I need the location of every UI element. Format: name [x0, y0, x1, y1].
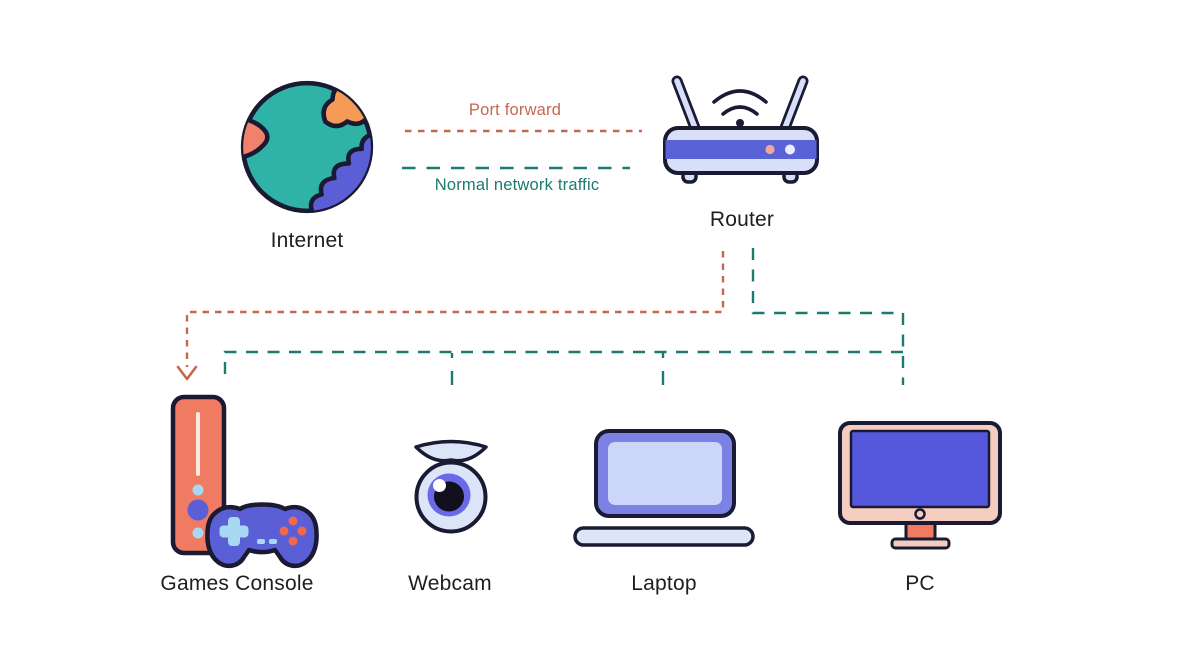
webcam-label: Webcam	[408, 572, 492, 595]
webcam-icon	[414, 439, 488, 534]
console-light	[192, 527, 204, 539]
wifi-signal-icon	[712, 89, 768, 116]
gamepad-select-button	[257, 539, 265, 544]
port-forward-label: Port forward	[468, 101, 562, 119]
gamepad-dpad	[219, 517, 249, 546]
wifi-dot	[736, 119, 744, 127]
normal-traffic-label: Normal network traffic	[434, 176, 600, 194]
pc-icon	[838, 421, 1002, 550]
laptop-base	[573, 526, 755, 547]
gamepad-start-button	[269, 539, 277, 544]
router-label: Router	[709, 208, 775, 231]
port-forward-arrowhead	[176, 365, 198, 381]
laptop-screen	[608, 442, 722, 505]
pc-label: PC	[905, 572, 935, 595]
normal-traffic-branch	[223, 350, 903, 377]
internet-label: Internet	[270, 229, 344, 252]
gamepad-action-buttons	[279, 516, 307, 546]
pc-stand-base	[890, 537, 951, 550]
router-stripe	[665, 140, 817, 159]
globe-icon	[240, 80, 374, 214]
games-console-label: Games Console	[160, 572, 314, 595]
router-led-pale	[785, 144, 795, 155]
laptop-label: Laptop	[631, 572, 697, 595]
router-led-pink	[765, 144, 775, 155]
router-antennas	[671, 75, 809, 139]
laptop-icon	[573, 429, 755, 547]
console-light	[192, 484, 204, 496]
webcam-highlight	[433, 479, 446, 492]
games-console-icon	[170, 394, 319, 569]
normal-traffic-route	[751, 248, 905, 385]
console-power-button	[187, 499, 209, 521]
webcam-mount	[414, 439, 488, 463]
router-icon	[663, 75, 819, 184]
pc-power-button	[914, 508, 926, 520]
pc-screen	[849, 429, 991, 509]
port-forward-route	[185, 251, 725, 367]
